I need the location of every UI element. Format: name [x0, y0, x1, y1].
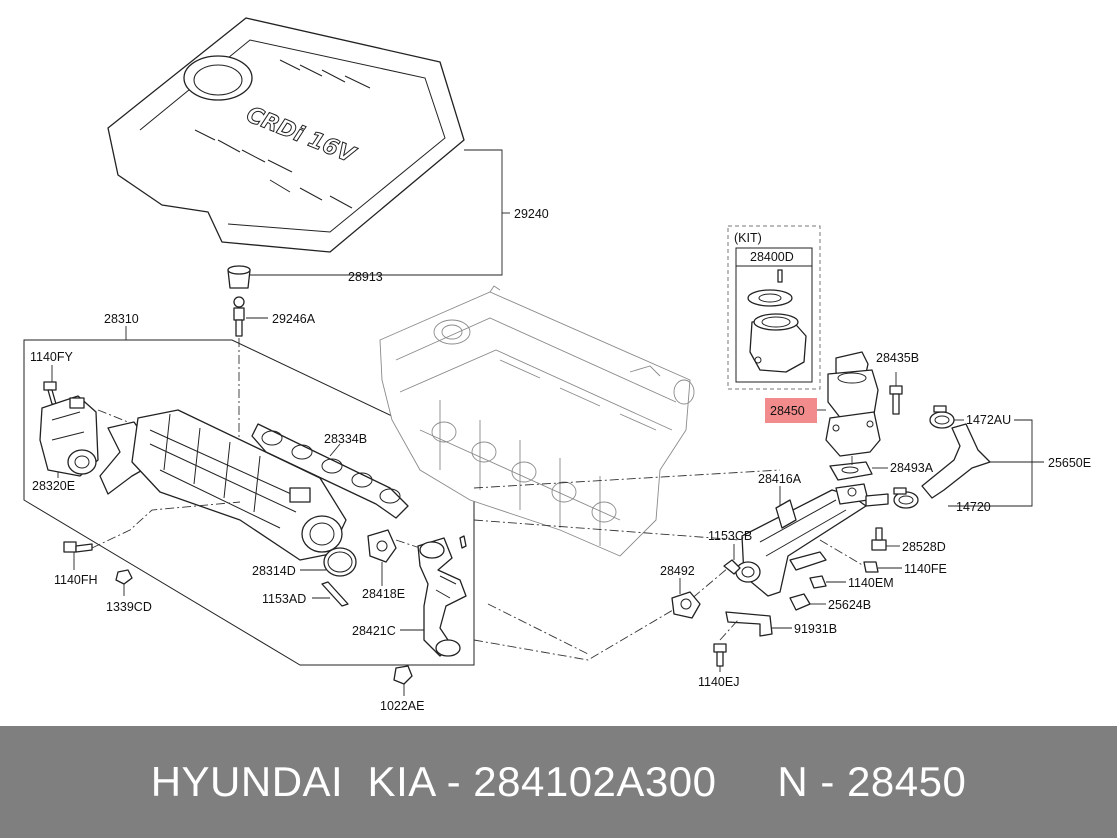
- label-28913: 28913: [348, 270, 383, 284]
- label-28435B: 28435B: [876, 351, 919, 365]
- label-28416A: 28416A: [758, 472, 802, 486]
- label-1140EJ: 1140EJ: [698, 675, 739, 689]
- part-number-banner: HYUNDAI KIA - 284102A300 N - 28450: [0, 726, 1117, 838]
- hose-clamp-lower: [893, 487, 919, 509]
- engine-cover: CRDi 16V: [107, 17, 465, 253]
- throttle-actuator: [39, 395, 99, 477]
- egr-pipe-gasket: [367, 529, 397, 563]
- stud-bolt: [233, 296, 245, 337]
- bolt-1140FE: [863, 561, 879, 573]
- label-1153AD: 1153AD: [262, 592, 306, 606]
- bolt-28435B: [889, 385, 903, 415]
- label-1140FE: 1140FE: [904, 562, 947, 576]
- kit-box: [727, 225, 821, 390]
- bolt-1153AD: [321, 581, 349, 607]
- highlight-28450: [765, 398, 817, 423]
- label-91931B: 91931B: [794, 622, 837, 636]
- label-25650E: 25650E: [1048, 456, 1091, 470]
- kit-egr-valve: [747, 269, 807, 373]
- label-14720: 14720: [956, 500, 991, 514]
- label-1140FH: 1140FH: [54, 573, 98, 587]
- label-28492: 28492: [660, 564, 695, 578]
- label-29240: 29240: [514, 207, 549, 221]
- egr-valve-gasket: [829, 461, 873, 481]
- cylinder-head: [379, 285, 695, 557]
- bolt-1140EM: [809, 575, 827, 589]
- bracket-91931B: [725, 611, 773, 637]
- cooler-gasket: [671, 591, 701, 619]
- nut-1339CD: [115, 569, 133, 585]
- label-kit: (KIT): [734, 231, 762, 245]
- egr-pipe: [417, 537, 467, 657]
- intake-manifold: [99, 409, 347, 561]
- parts-diagram: CRDi 16V 29240 28913 29246A 28310 1140FY…: [23, 17, 1092, 713]
- egr-cooler: [735, 483, 889, 597]
- hose-clamp-upper: [929, 405, 955, 429]
- label-28421C: 28421C: [352, 624, 396, 638]
- part-number-text: HYUNDAI KIA - 284102A300 N - 28450: [150, 758, 967, 805]
- label-28528D: 28528D: [902, 540, 946, 554]
- label-25624B: 25624B: [828, 598, 871, 612]
- screw-small: [459, 535, 467, 549]
- label-28418E: 28418E: [362, 587, 405, 601]
- label-1153CB: 1153CB: [708, 529, 752, 543]
- label-1140FY: 1140FY: [30, 350, 74, 364]
- bolt-28528D: [871, 527, 887, 551]
- manifold-gasket: [251, 423, 409, 519]
- label-29246A: 29246A: [272, 312, 316, 326]
- label-28310: 28310: [104, 312, 139, 326]
- bolt-1153CB: [723, 559, 741, 575]
- label-1140EM: 1140EM: [848, 576, 894, 590]
- bolt-1140EJ: [713, 643, 727, 667]
- egr-hose: [921, 423, 991, 499]
- label-1022AE: 1022AE: [380, 699, 424, 713]
- egr-valve: [825, 351, 881, 457]
- bolt-1140FH: [63, 541, 93, 553]
- label-28320E: 28320E: [32, 479, 75, 493]
- clip-25624B: [789, 593, 811, 611]
- label-28493A: 28493A: [890, 461, 934, 475]
- label-28450: 28450: [770, 404, 805, 418]
- label-28400D: 28400D: [750, 250, 794, 264]
- grommet: [227, 265, 251, 289]
- label-1472AU: 1472AU: [966, 413, 1011, 427]
- nut-1022AE: [393, 665, 413, 685]
- label-1339CD: 1339CD: [106, 600, 152, 614]
- bolt-1140FY: [43, 381, 57, 405]
- label-28334B: 28334B: [324, 432, 367, 446]
- label-28314D: 28314D: [252, 564, 296, 578]
